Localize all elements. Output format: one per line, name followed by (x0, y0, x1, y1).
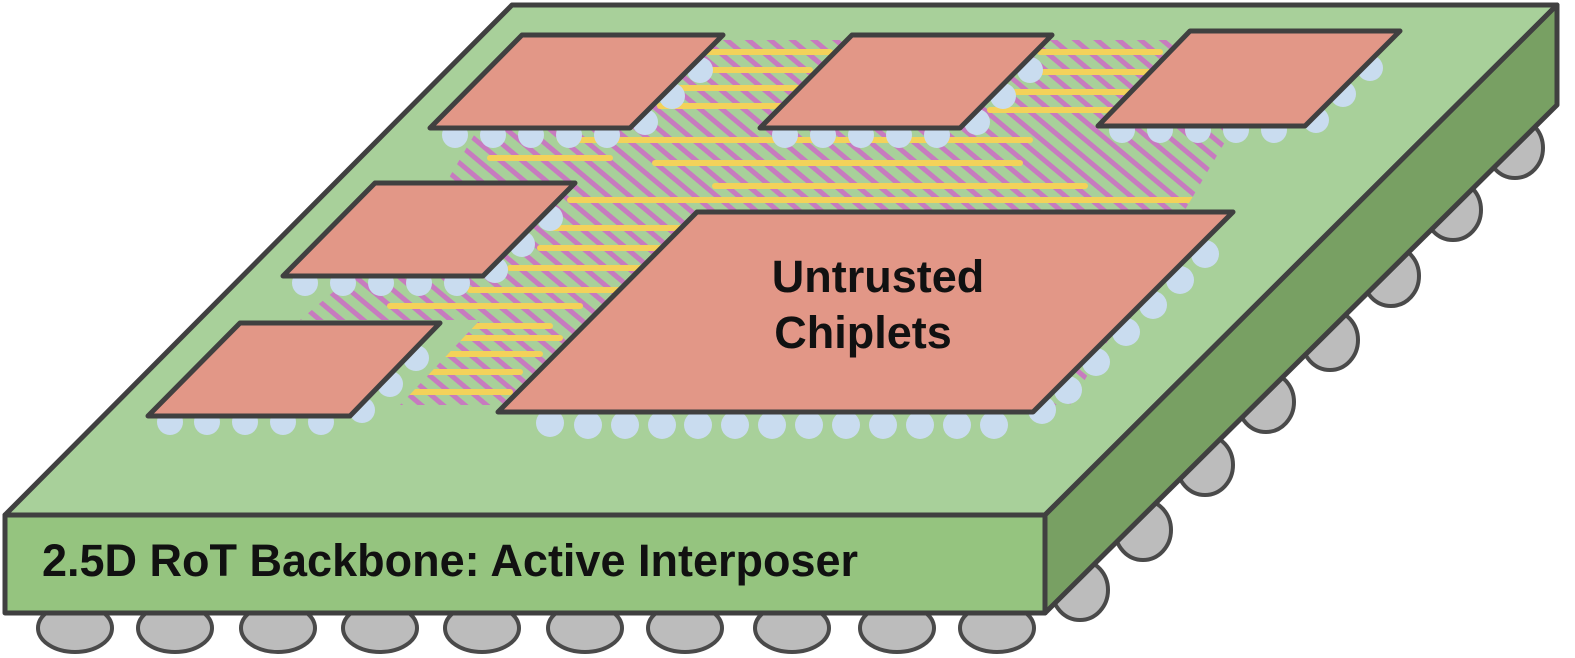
chiplet-large-icon (495, 209, 1236, 415)
microbump-icon (832, 411, 860, 439)
microbump-icon (648, 411, 676, 439)
microbump-icon (980, 411, 1008, 439)
chiplet-label-line1: Untrusted (772, 251, 985, 302)
chiplet-icon (427, 32, 726, 131)
microbump-icon (574, 411, 602, 439)
microbump-icon (906, 411, 934, 439)
base-label: 2.5D RoT Backbone: Active Interposer (42, 535, 858, 586)
microbump-icon (611, 411, 639, 439)
microbump-icon (758, 411, 786, 439)
chiplet-icon (757, 32, 1055, 131)
chiplet-icon (280, 180, 578, 279)
chiplets (145, 28, 1403, 419)
chiplet-icon (145, 320, 443, 419)
microbump-icon (721, 411, 749, 439)
microbump-icon (795, 411, 823, 439)
chiplet-icon (1095, 28, 1403, 129)
chiplet-label-line2: Chiplets (774, 307, 952, 358)
solder-balls-bottom (36, 602, 1036, 654)
microbump-icon (869, 411, 897, 439)
interposer-front-face (2, 512, 1048, 616)
microbump-icon (943, 411, 971, 439)
microbump-icon (684, 411, 712, 439)
microbump-icon (536, 409, 564, 437)
